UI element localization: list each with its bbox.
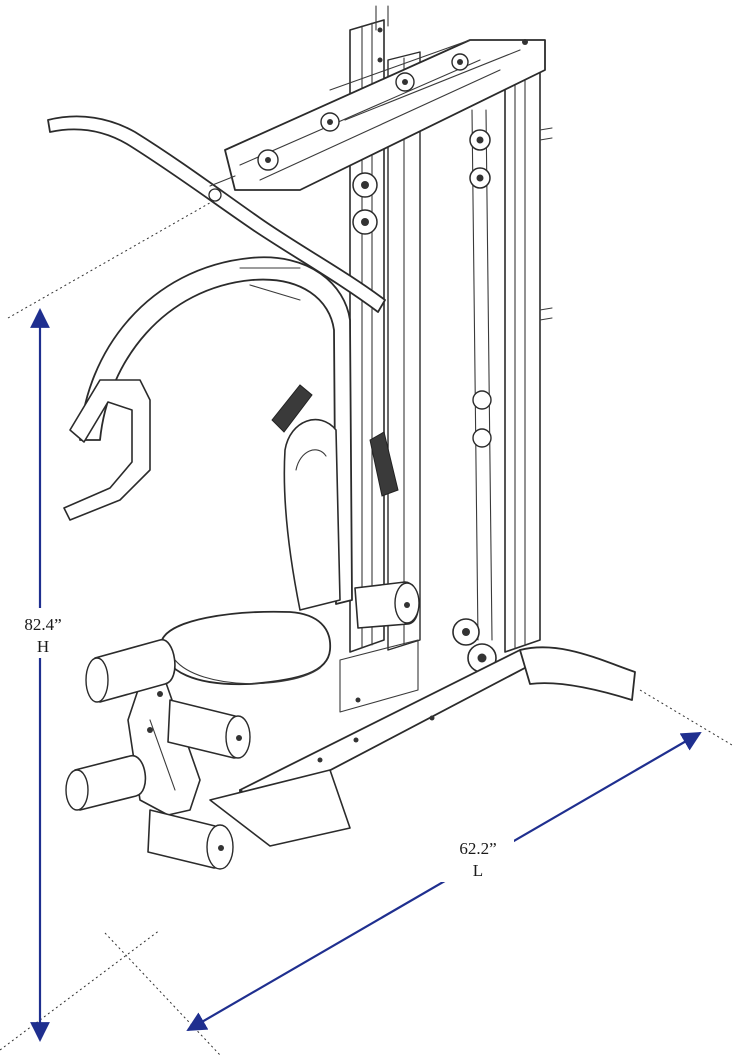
seat-pad [161,610,331,686]
front-upright-post [471,49,553,653]
length-value-label: 62.2” [459,839,496,858]
press-arm-arc [63,256,353,605]
rear-roller [354,581,420,629]
height-axis-label: H [37,637,49,656]
top-pulley-boom [224,27,546,191]
lat-pulldown-bar [47,115,386,313]
height-label-backdrop [14,608,72,658]
baseline-extension-line [0,929,161,1051]
length-axis-label: L [473,861,483,880]
length-end-extension-line [639,689,733,746]
home-gym-machine-drawing [47,5,636,870]
height-value-label: 82.4” [24,615,61,634]
dimension-annotations: 82.4” H 62.2” L [0,199,733,1056]
back-pad [283,418,341,611]
length-start-extension-line [104,932,221,1056]
length-label-backdrop [440,832,514,882]
handle-grips [271,384,399,497]
